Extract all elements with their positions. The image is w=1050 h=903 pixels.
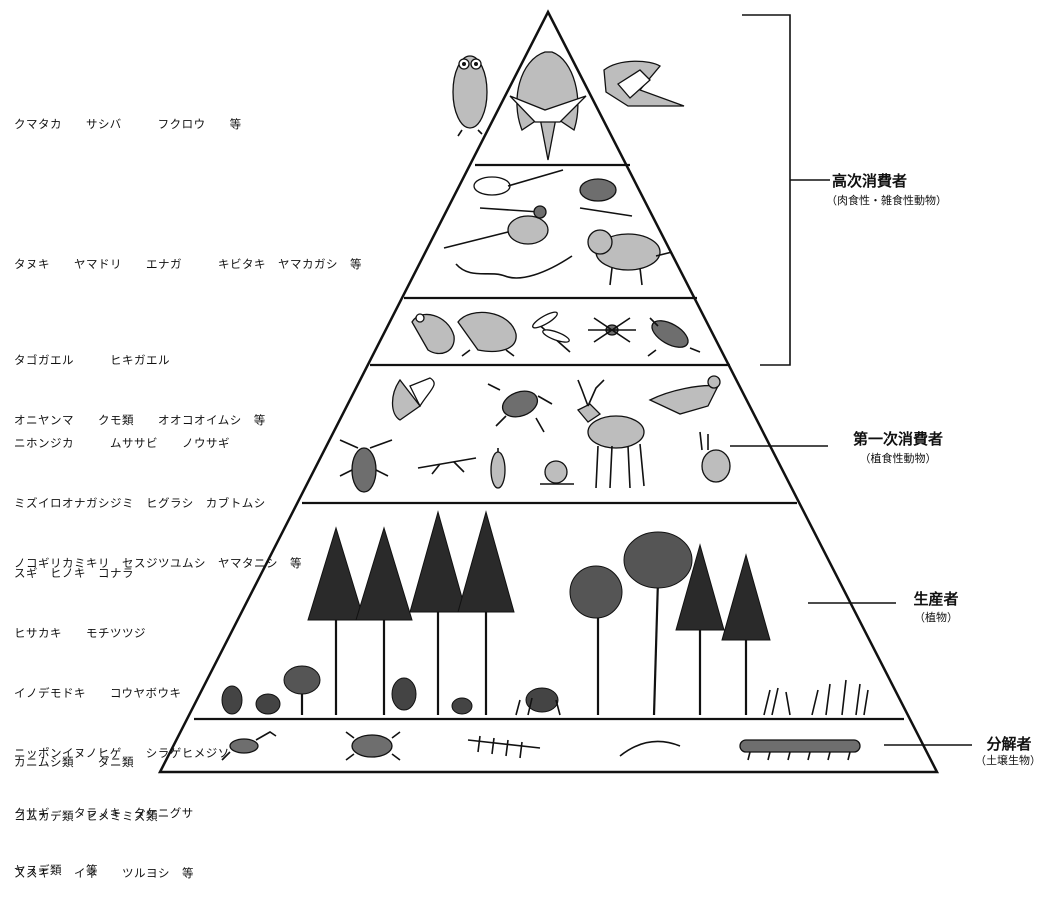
- species-line: クマタカ サシバ フクロウ 等: [14, 117, 242, 131]
- plant-icons: [221, 510, 869, 716]
- role-primary-sub: （植食性動物）: [859, 452, 937, 465]
- katydid-icon: [417, 457, 477, 475]
- spider-icon: [588, 317, 636, 343]
- species-line: スギ ヒノキ コナラ: [14, 566, 134, 580]
- species-line: ニッポンイヌノヒゲ シラゲヒメジソ: [14, 746, 230, 760]
- species-line: オニヤンマ クモ類 オオコオイムシ 等: [14, 413, 266, 427]
- species-line: ミズイロオナガシジミ ヒグラシ カブトムシ: [14, 496, 266, 510]
- water-bug-icon: [647, 317, 701, 357]
- long-tailed-tit-icon: [473, 169, 564, 213]
- shrub-icon: [221, 677, 559, 715]
- snail-icon: [540, 460, 574, 485]
- mite-icon: [345, 731, 401, 761]
- food-pyramid-diagram: [157, 9, 972, 774]
- butterfly-icon: [391, 377, 435, 421]
- herbivore-icons: [339, 375, 731, 493]
- species-list-birds-mammals: タヌキ ヤマドリ エナガ キビタキ ヤマカガシ 等: [14, 214, 362, 294]
- centipede-icon: [467, 735, 541, 759]
- species-line: ヒサカキ モチツツジ: [14, 626, 146, 640]
- species-line: コムカデ類 ヒメミミズ類: [14, 809, 158, 823]
- frog-icon: [411, 313, 455, 355]
- millipede-icon: [739, 739, 861, 761]
- grass-icon: [515, 679, 869, 716]
- snake-icon: [455, 255, 573, 279]
- species-line: カニムシ類 ダニ類: [14, 755, 134, 769]
- flying-squirrel-icon: [648, 375, 721, 415]
- raccoon-dog-icon: [587, 229, 673, 286]
- role-higher-title: 高次消費者: [832, 172, 908, 190]
- narcissus-flycatcher-icon: [579, 178, 633, 217]
- species-list-amphibians-insects: タゴガエル ヒキガエル オニヤンマ クモ類 オオコオイムシ 等: [14, 310, 266, 450]
- role-connectors: [730, 14, 972, 746]
- role-producer-sub: （植物）: [914, 611, 958, 624]
- role-primary-title: 第一次消費者: [852, 430, 943, 448]
- role-decomposer-title: 分解者: [986, 735, 1032, 753]
- hawk-eagle-icon: [509, 51, 587, 161]
- species-line: ノコギリカミキリ セスジツユムシ ヤマタニシ 等: [14, 556, 302, 570]
- grey-faced-buzzard-icon: [603, 60, 685, 107]
- species-line: タゴガエル ヒキガエル: [14, 353, 170, 367]
- longhorn-beetle-icon: [339, 439, 393, 493]
- amphibian-insect-icons: [411, 311, 701, 357]
- broadleaf-tree-icon: [283, 531, 693, 716]
- conifer-tree-icon: [307, 510, 771, 715]
- earthworm-icon: [619, 740, 681, 757]
- role-decomposer-sub: （土壌生物）: [975, 754, 1041, 767]
- dragonfly-icon: [532, 311, 571, 353]
- raptor-icons: [452, 51, 685, 161]
- pseudoscorpion-icon: [221, 731, 277, 761]
- owl-icon: [452, 55, 488, 137]
- cicada-icon: [490, 448, 506, 489]
- species-line: イノデモドキ コウヤボウキ: [14, 686, 182, 700]
- species-list-herbivores: ニホンジカ ムササビ ノウサギ ミズイロオナガシジミ ヒグラシ カブトムシ ノコ…: [14, 393, 302, 593]
- hare-icon: [699, 431, 731, 483]
- toad-icon: [457, 311, 517, 357]
- species-line: ニホンジカ ムササビ ノウサギ: [14, 436, 230, 450]
- bird-mammal-icons: [443, 169, 673, 286]
- species-list-raptors: クマタカ サシバ フクロウ 等: [14, 74, 242, 154]
- copper-pheasant-icon: [443, 205, 549, 249]
- species-list-soil: カニムシ類 ダニ類 コムカデ類 ヒメミミズ類 ヤスデ類 等: [14, 717, 158, 897]
- beetle-icon: [487, 383, 553, 433]
- species-line: タヌキ ヤマドリ エナガ キビタキ ヤマカガシ 等: [14, 257, 362, 271]
- species-line: ヤスデ類 等: [14, 863, 98, 877]
- role-producer-title: 生産者: [913, 590, 959, 608]
- role-higher-sub: （肉食性・雑食性動物）: [826, 194, 947, 207]
- soil-organism-icons: [221, 731, 861, 761]
- deer-icon: [576, 379, 645, 489]
